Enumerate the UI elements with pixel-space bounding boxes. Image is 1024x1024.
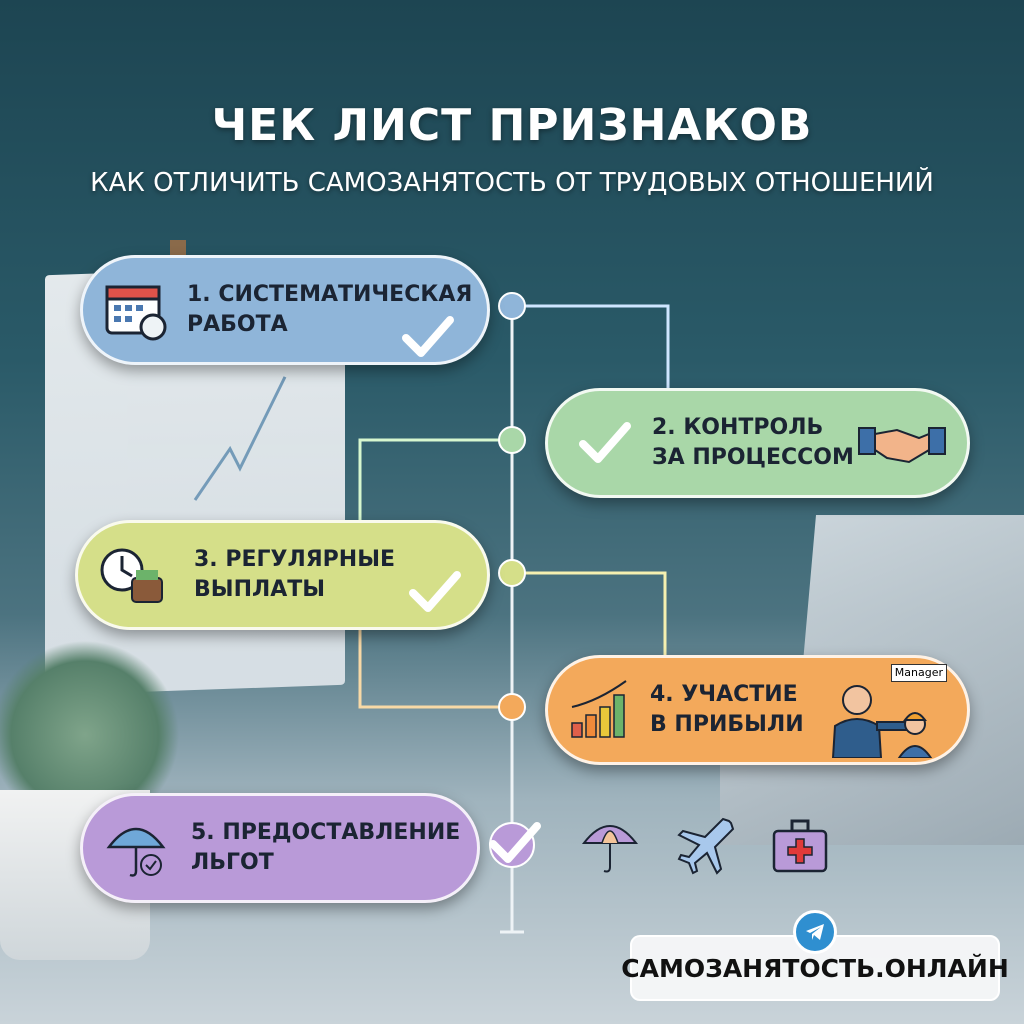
checklist-item-3: 3. РЕГУЛЯРНЫЕ ВЫПЛАТЫ [75, 520, 490, 630]
growth-chart-icon [571, 680, 627, 738]
page-title: ЧЕК ЛИСТ ПРИЗНАКОВ [211, 100, 813, 151]
item-title: 5. ПРЕДОСТАВЛЕНИЕ [191, 820, 461, 845]
item-title: 2. КОНТРОЛЬ [652, 415, 824, 440]
checkmark-icon [489, 822, 541, 863]
timeline-node [498, 693, 526, 721]
item-title: ЛЬГОТ [191, 850, 274, 875]
item-title: 4. УЧАСТИЕ [650, 682, 798, 707]
checklist-item-4: 4. УЧАСТИЕ В ПРИБЫЛИ Manager [545, 655, 970, 765]
page-subtitle: КАК ОТЛИЧИТЬ САМОЗАНЯТОСТЬ ОТ ТРУДОВЫХ О… [90, 168, 934, 198]
manager-badge: Manager [890, 664, 947, 682]
checkmark-icon [402, 316, 454, 357]
first-aid-kit-icon [772, 819, 828, 873]
checklist-item-5: 5. ПРЕДОСТАВЛЕНИЕ ЛЬГОТ [80, 793, 480, 903]
airplane-icon [677, 817, 735, 875]
checkmark-icon [409, 571, 461, 612]
checkmark-icon [579, 422, 631, 463]
manager-figure-icon [831, 685, 933, 758]
item-title: РАБОТА [187, 312, 288, 337]
item-title: 3. РЕГУЛЯРНЫЕ [194, 547, 396, 572]
manager-worker-icon: Manager [827, 660, 947, 760]
item-title: В ПРИБЫЛИ [650, 712, 804, 737]
clock-wallet-icon [100, 548, 163, 603]
whiteboard [45, 264, 345, 696]
timeline-node [498, 292, 526, 320]
site-name: САМОЗАНЯТОСТЬ.ОНЛАЙН [621, 953, 1009, 983]
timeline-node [498, 426, 526, 454]
handshake-icon [858, 427, 946, 464]
calendar-icon [105, 285, 167, 341]
telegram-icon[interactable] [793, 910, 837, 954]
item-title: ЗА ПРОЦЕССОМ [652, 445, 854, 470]
checklist-item-1: 1. СИСТЕМАТИЧЕСКАЯ РАБОТА [80, 255, 490, 365]
umbrella-icon [581, 825, 639, 873]
benefit-icons [580, 815, 830, 875]
item-title: ВЫПЛАТЫ [194, 577, 326, 602]
umbrella-icon [106, 827, 166, 877]
timeline-node [498, 559, 526, 587]
telegram-plane-icon [806, 924, 824, 940]
checklist-item-2: 2. КОНТРОЛЬ ЗА ПРОЦЕССОМ [545, 388, 970, 498]
item-title: 1. СИСТЕМАТИЧЕСКАЯ [187, 282, 473, 307]
